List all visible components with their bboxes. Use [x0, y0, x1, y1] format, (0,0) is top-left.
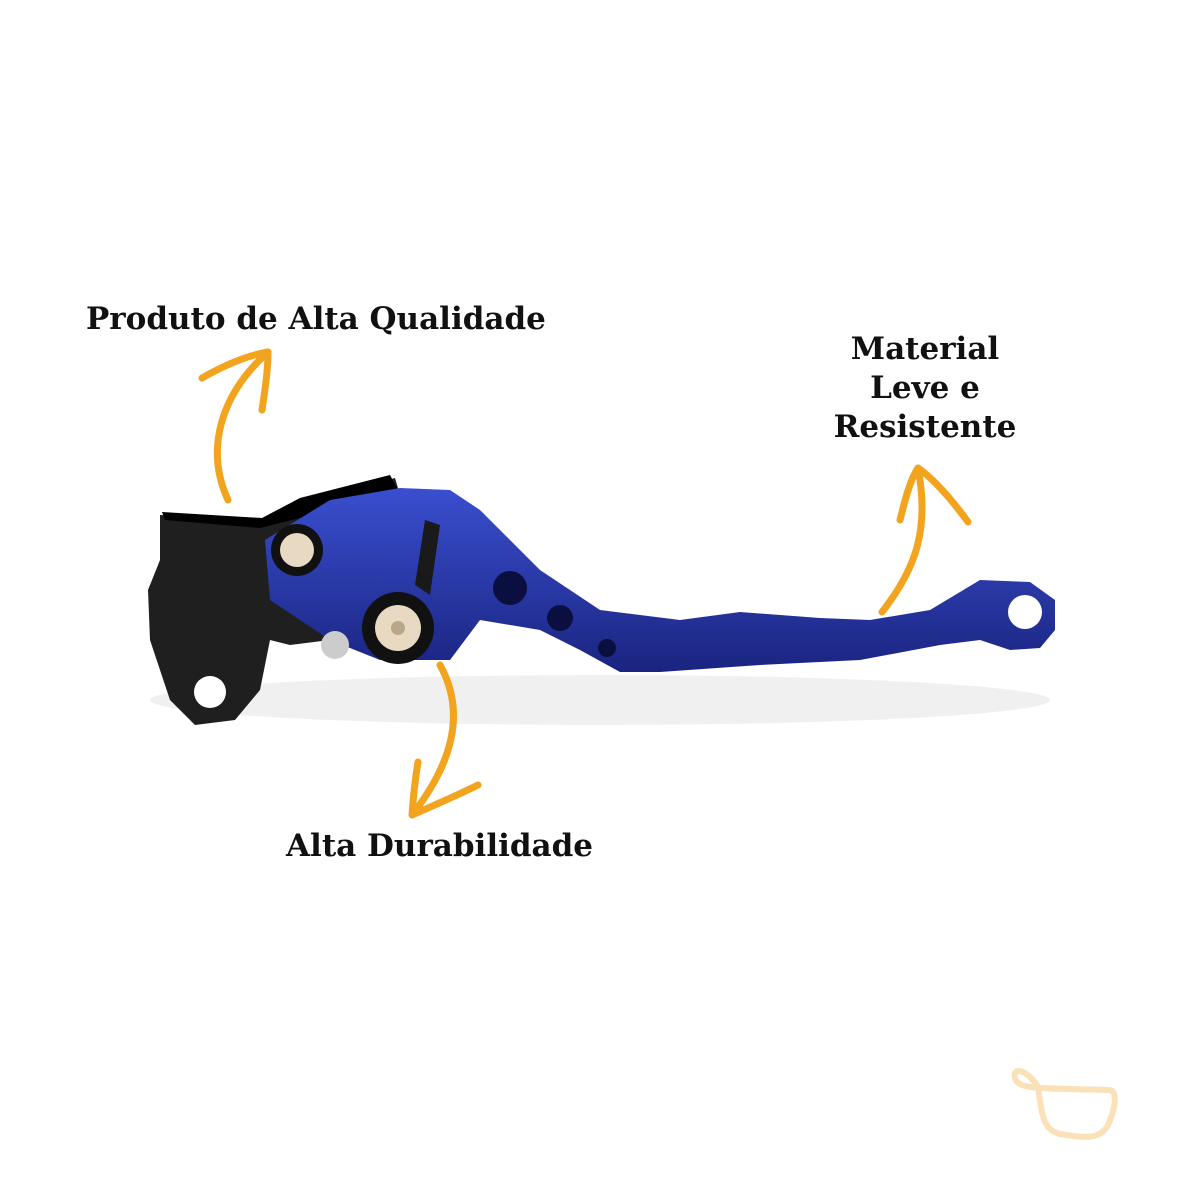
callout-material: Material Leve e Resistente — [830, 330, 1020, 447]
callout-material-line3: Resistente — [833, 409, 1017, 445]
brand-logo — [1011, 1068, 1118, 1140]
arrow-up-left-icon — [198, 348, 272, 504]
adjuster-knob — [415, 520, 440, 595]
callout-durability: Alta Durabilidade — [286, 828, 594, 864]
callout-material-line2: Leve e — [870, 370, 980, 406]
callout-quality: Produto de Alta Qualidade — [86, 301, 546, 337]
arrow-up-right-icon — [878, 464, 972, 616]
callout-material-line1: Material — [850, 331, 1000, 367]
shadow — [150, 675, 1050, 725]
blue-lever — [265, 488, 1055, 672]
arrow-down-icon — [408, 661, 482, 819]
